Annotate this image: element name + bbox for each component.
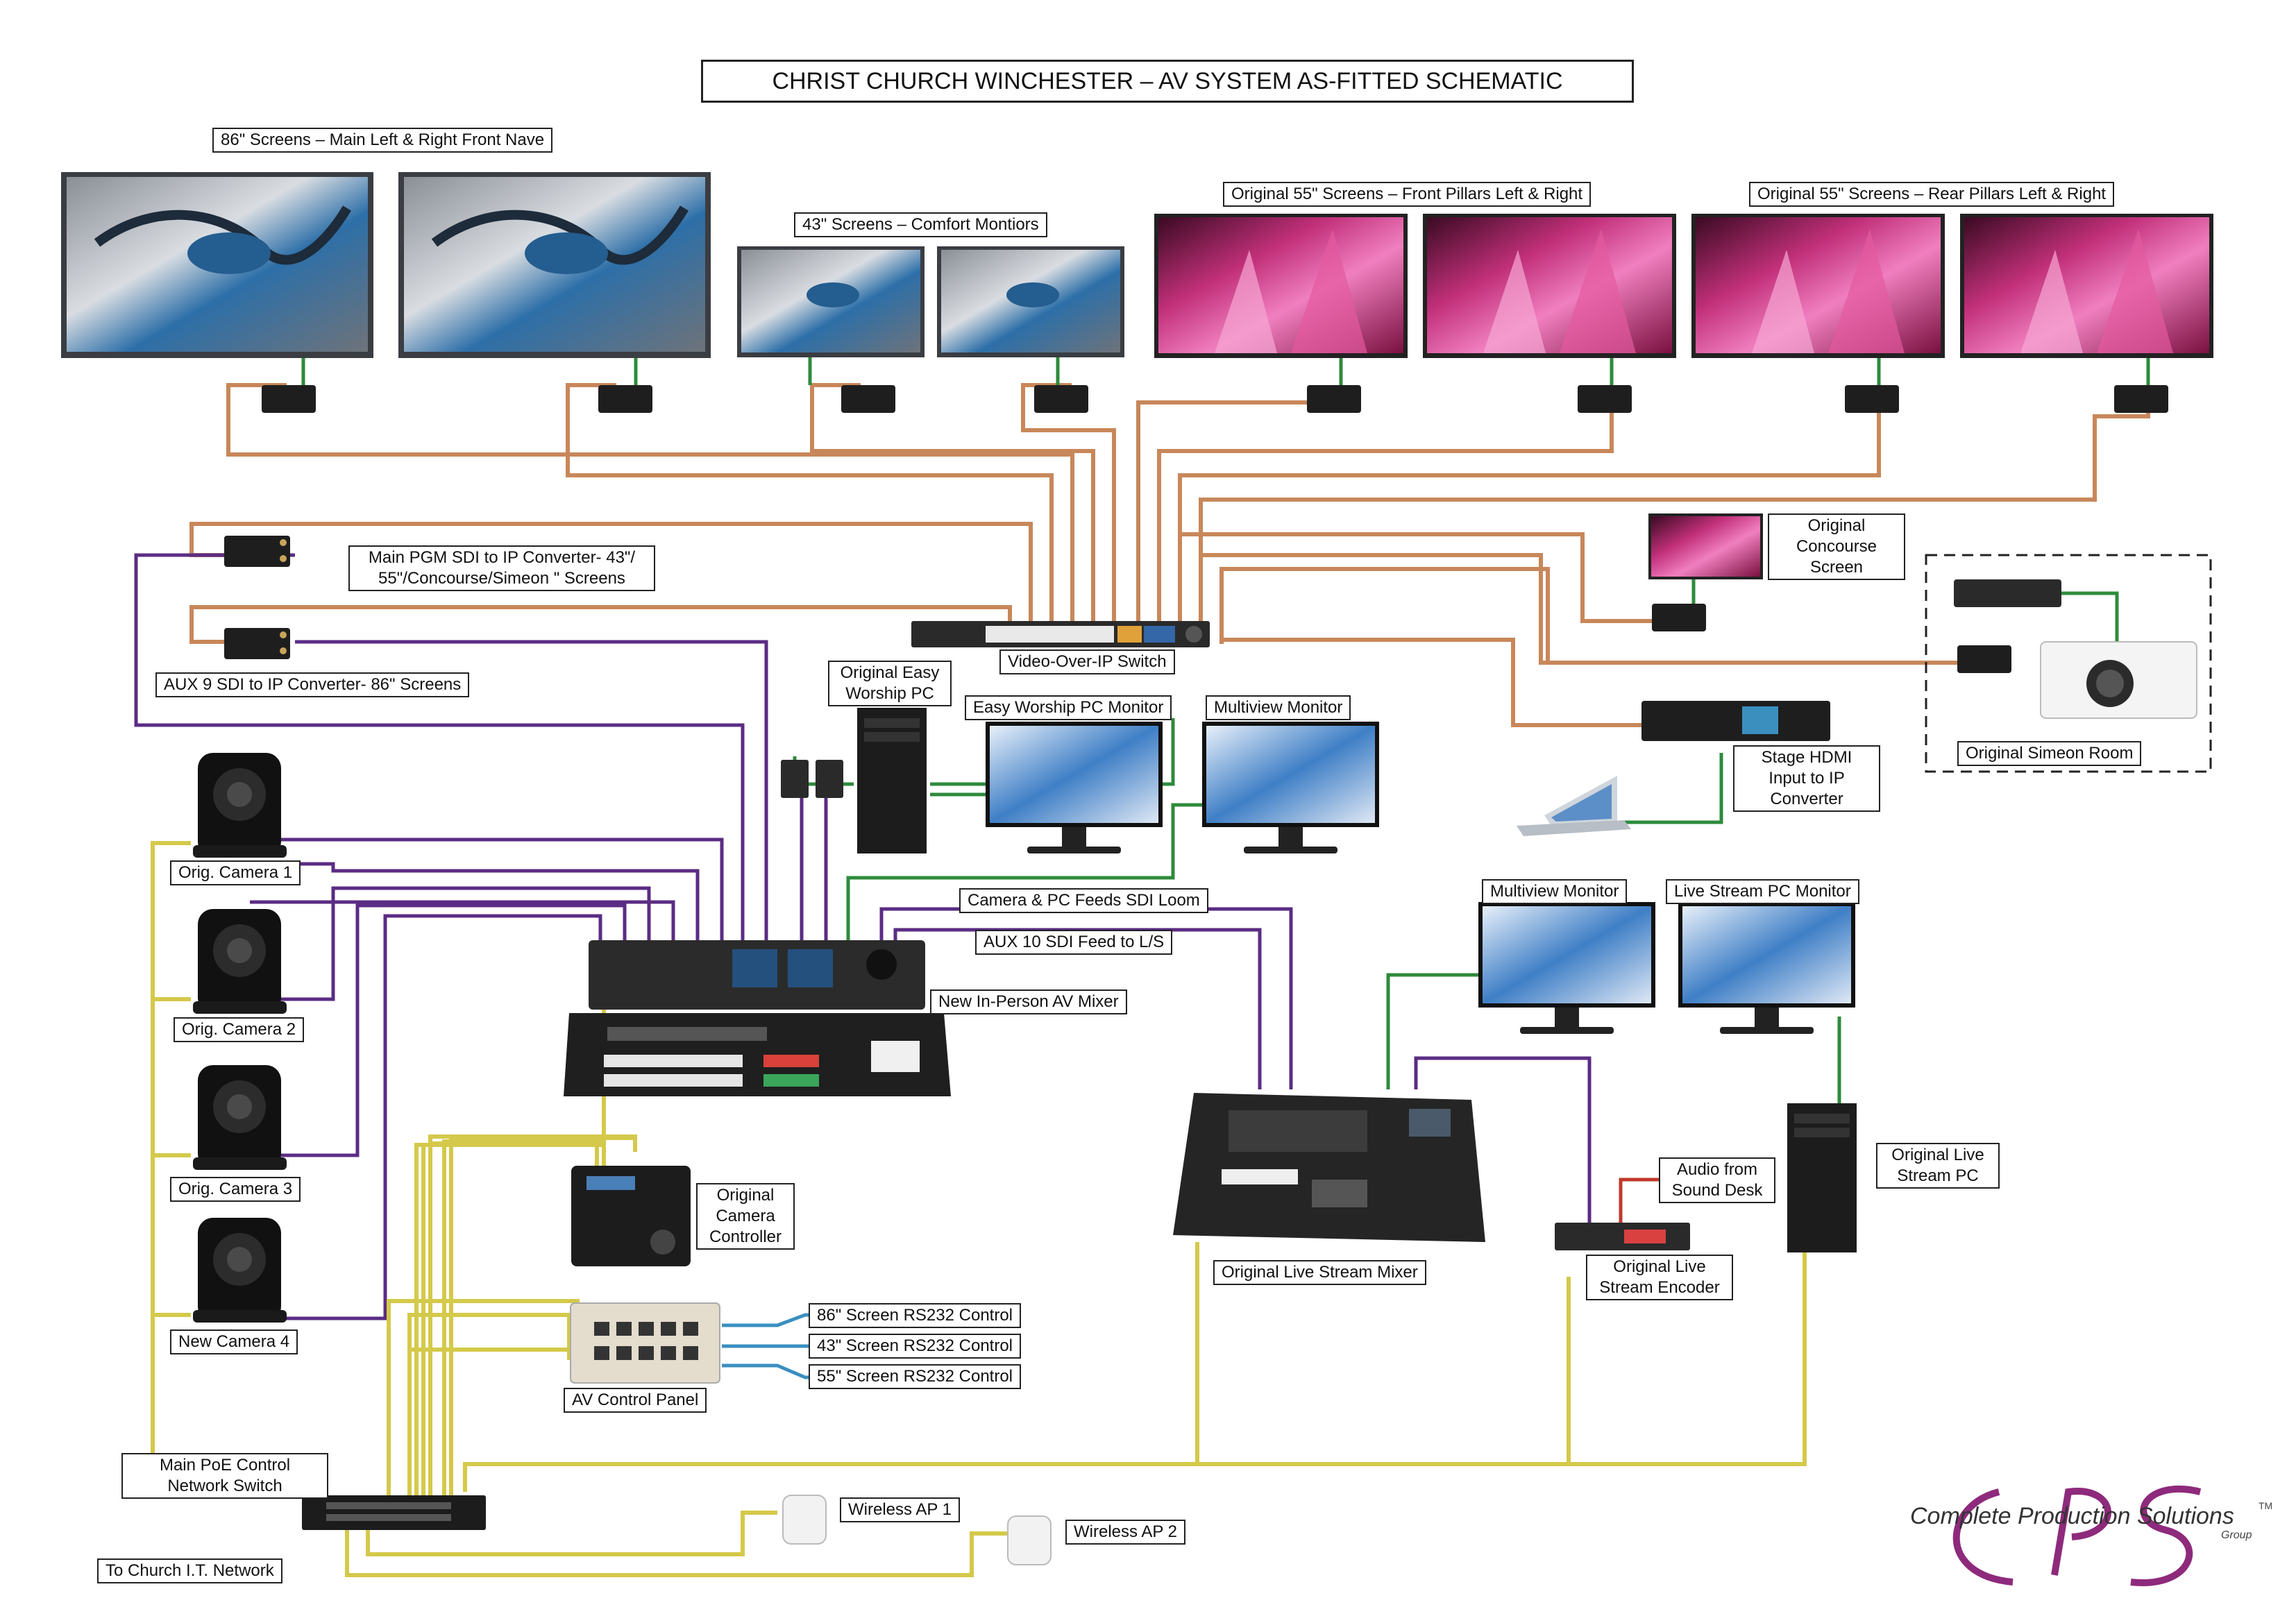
poe-switch-device [302, 1495, 486, 1530]
camera-4-device [193, 1218, 287, 1323]
label-wireless-ap-2: Wireless AP 2 [1065, 1520, 1185, 1545]
rs232-cable-group [722, 1313, 816, 1379]
cps-logo-graphic [1952, 1485, 2202, 1586]
screen-55-front-left [1154, 214, 1408, 358]
label-rs232-55: 55" Screen RS232 Control [809, 1364, 1022, 1389]
camera-1-device [193, 753, 287, 858]
label-rs232-43: 43" Screen RS232 Control [809, 1334, 1022, 1359]
audio-cable-group [1619, 1178, 1662, 1228]
label-55-rear: Original 55" Screens – Rear Pillars Left… [1749, 182, 2115, 207]
camera-controller-device [571, 1166, 691, 1266]
wireless-ap-2-device [1007, 1515, 1052, 1565]
wireless-ap-1-device [782, 1495, 827, 1545]
label-stage-hdmi: Stage HDMI Input to IP Converter [1733, 745, 1880, 812]
label-aux10-feed: AUX 10 SDI Feed to L/S [975, 930, 1173, 955]
camera-2-device [193, 909, 287, 1014]
label-av-control-panel: AV Control Panel [564, 1388, 707, 1413]
page-title: CHRIST CHURCH WINCHESTER – AV SYSTEM AS-… [701, 60, 1634, 103]
label-rs232-86: 86" Screen RS232 Control [809, 1303, 1022, 1328]
sdi-cable-group [134, 553, 1592, 1320]
label-easy-worship-pc: Original Easy Worship PC [828, 661, 952, 706]
label-video-ip-switch: Video-Over-IP Switch [999, 649, 1175, 674]
video-ip-switch-device [911, 621, 1210, 647]
label-camera-3: Orig. Camera 3 [170, 1177, 301, 1202]
multiview-monitor-1-device [1202, 722, 1379, 853]
label-multiview-monitor-2: Multiview Monitor [1482, 879, 1628, 904]
laptop [1517, 776, 1631, 836]
ip-receivers [262, 385, 2168, 673]
av-control-panel-device [570, 1302, 720, 1384]
label-camera-1: Orig. Camera 1 [170, 860, 301, 885]
label-live-stream-encoder: Original Live Stream Encoder [1586, 1255, 1733, 1300]
label-camera-2: Orig. Camera 2 [174, 1017, 305, 1042]
aux9-converter-device [224, 628, 290, 659]
label-camera-controller: Original Camera Controller [696, 1183, 795, 1250]
label-camera-loom: Camera & PC Feeds SDI Loom [959, 888, 1208, 913]
in-person-mixer-device [564, 940, 951, 1096]
label-pgm-converter: Main PGM SDI to IP Converter- 43"/ 55"/C… [348, 545, 655, 591]
live-stream-monitor-device [1678, 902, 1855, 1034]
label-live-stream-monitor: Live Stream PC Monitor [1666, 879, 1859, 904]
label-live-stream-mixer: Original Live Stream Mixer [1213, 1260, 1426, 1285]
live-stream-encoder-device [1555, 1223, 1690, 1250]
screen-concourse [1648, 513, 1763, 579]
screen-86-left [61, 172, 373, 358]
screen-43-right [937, 246, 1124, 357]
camera-3-device [193, 1065, 287, 1170]
label-wireless-ap-1: Wireless AP 1 [840, 1497, 960, 1522]
label-camera-4: New Camera 4 [170, 1329, 298, 1354]
live-stream-mixer-device [1173, 1093, 1485, 1242]
label-easy-worship-monitor: Easy Worship PC Monitor [965, 695, 1172, 720]
screen-55-front-right [1423, 214, 1676, 358]
label-43-screens: 43" Screens – Comfort Montiors [794, 212, 1047, 237]
logo-text: Complete Production Solutions [1910, 1503, 2234, 1529]
label-concourse-screen: Original Concourse Screen [1768, 513, 1905, 580]
easy-worship-monitor-device [986, 722, 1163, 853]
label-simeon-room: Original Simeon Room [1957, 741, 2142, 766]
logo-group-text: Group [2221, 1529, 2252, 1541]
logo-trademark: TM [2259, 1500, 2273, 1511]
screen-43-left [737, 246, 925, 357]
pgm-converter-device [224, 536, 290, 567]
screen-86-right [398, 172, 711, 358]
multiview-monitor-2-device [1478, 902, 1655, 1034]
stage-hdmi-converter-device [1641, 701, 1830, 741]
label-55-front: Original 55" Screens – Front Pillars Lef… [1223, 182, 1592, 207]
ip-cable-group [189, 383, 2150, 727]
screen-55-rear-right [1960, 214, 2213, 358]
label-church-it: To Church I.T. Network [97, 1558, 282, 1583]
label-poe-switch: Main PoE Control Network Switch [121, 1453, 328, 1499]
live-stream-pc-tower [1787, 1103, 1857, 1252]
easy-worship-pc-tower [857, 708, 927, 853]
label-86-screens: 86" Screens – Main Left & Right Front Na… [212, 128, 553, 153]
label-in-person-mixer: New In-Person AV Mixer [930, 989, 1127, 1014]
label-multiview-monitor-1: Multiview Monitor [1206, 695, 1351, 720]
label-aux9-converter: AUX 9 SDI to IP Converter- 86" Screens [155, 672, 470, 697]
label-audio-sound-desk: Audio from Sound Desk [1659, 1157, 1775, 1203]
hdmi-sdi-converters [781, 760, 843, 798]
simeon-room-area [1925, 554, 2212, 773]
label-live-stream-pc: Original Live Stream PC [1876, 1143, 2000, 1189]
screen-55-rear-left [1691, 214, 1945, 358]
